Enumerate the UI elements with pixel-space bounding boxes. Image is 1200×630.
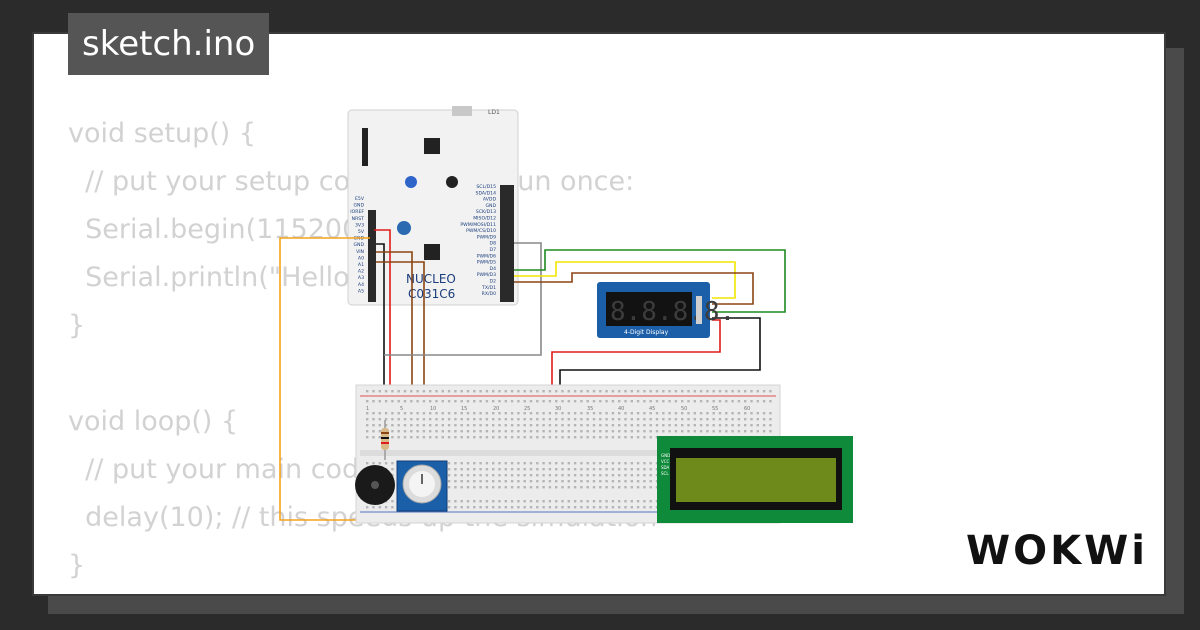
wire-red-power [374, 229, 391, 400]
pin-label-right: PWM/D3 [477, 272, 496, 278]
pin-label-left: A5 [358, 288, 364, 294]
lcd-pin-label: SCL [661, 471, 669, 476]
pin-label-left: A3 [358, 275, 364, 281]
pin-label-right: MISO/D12 [473, 216, 496, 222]
pin-label-left: 5V [358, 229, 365, 235]
display-label: 4-Digit Display [624, 329, 669, 336]
board-name-1: NUCLEO [406, 272, 456, 286]
pin-label-right: AVDD [483, 197, 497, 203]
pin-label-left: A4 [358, 282, 364, 288]
pin-label-right: SCK/D13 [476, 209, 496, 215]
left-header [368, 210, 376, 302]
chip-icon [424, 138, 440, 154]
wire-gray [384, 242, 542, 356]
pin-label-left: IOREF [350, 209, 364, 215]
breadboard-column-label: 15 [461, 406, 467, 412]
usb-connector-icon [452, 106, 472, 116]
wires [279, 229, 786, 521]
pin-label-left: A1 [358, 262, 364, 268]
breadboard-column-label: 40 [618, 406, 624, 412]
code-line: Serial.begin(115200); [68, 214, 379, 245]
pin-label-left: VIN [356, 249, 364, 255]
resistor[interactable] [381, 420, 389, 460]
wire-red-display [551, 319, 721, 398]
pin-label-right: GND [485, 203, 496, 209]
code-line: } [68, 550, 86, 581]
pin-label-right: TX/D1 [481, 285, 496, 291]
pin-label-right: SCL/D15 [476, 184, 496, 190]
pin-label-left: NRST [352, 216, 365, 222]
pin-label-left: GND [353, 242, 364, 248]
lcd-pin-label: VCC [661, 459, 670, 464]
breadboard-column-label: 35 [587, 406, 593, 412]
breadboard-column-label: 55 [712, 406, 718, 412]
pin-label-right: PWM/D5 [477, 260, 496, 266]
wire-yellow [514, 261, 736, 299]
lcd-pin-label: GND [661, 453, 670, 458]
breadboard-column-label: 5 [400, 406, 403, 412]
wire-black-gnd [376, 243, 385, 400]
code-line: } [68, 310, 86, 341]
header-connector [362, 128, 368, 166]
pin-label-right: D7 [490, 247, 497, 253]
st-logo-icon [397, 221, 411, 235]
pin-label-right: D2 [490, 279, 497, 285]
nucleo-board[interactable]: LD1 NUCLEO C031C6 SCL/D15SDA/D14AVDDGNDS… [347, 106, 519, 306]
mcu-icon [424, 244, 440, 260]
wire-brown-3 [514, 272, 754, 305]
code-line: void setup() { [68, 118, 257, 149]
led-label: LD1 [488, 109, 500, 116]
pin-label-right: PWM/D9 [477, 234, 496, 240]
breadboard-column-label: 25 [524, 406, 530, 412]
wire-green [514, 249, 786, 313]
wokwi-logo: WOKWi [966, 528, 1148, 574]
potentiometer[interactable] [396, 460, 448, 512]
pin-label-right: PWM/D6 [477, 253, 496, 259]
wire-orange [279, 237, 385, 521]
right-header [500, 185, 514, 302]
breadboard-column-label: 20 [493, 406, 499, 412]
display-digits: 8.8.8.8. [610, 297, 735, 327]
pin-label-right: PWM/CS/D10 [466, 228, 496, 234]
pin-label-left: 3V3 [355, 222, 364, 228]
reset-button-icon[interactable] [446, 176, 458, 188]
pin-label-right: PWM/MOSI/D11 [460, 222, 496, 228]
pin-label-left: A2 [358, 269, 364, 275]
breadboard-column-label: 50 [681, 406, 687, 412]
pin-label-right: D8 [490, 241, 497, 247]
breadboard-column-label: 1 [366, 406, 369, 412]
pin-label-right: D4 [490, 266, 497, 272]
buzzer[interactable] [355, 465, 395, 505]
breadboard-column-label: 45 [649, 406, 655, 412]
pin-label-right: SDA/D14 [476, 190, 497, 196]
pin-label-left: E5V [355, 196, 365, 202]
pin-label-left: GND [353, 203, 364, 209]
file-tab[interactable]: sketch.ino [68, 13, 270, 75]
breadboard-column-label: 30 [555, 406, 561, 412]
user-button-icon[interactable] [405, 176, 417, 188]
pin-label-left: A0 [358, 255, 364, 261]
breadboard-column-label: 60 [744, 406, 750, 412]
board-name-2: C031C6 [408, 287, 455, 301]
code-line: void loop() { [68, 406, 239, 437]
four-digit-display[interactable]: 8.8.8.8. 4-Digit Display [597, 282, 735, 338]
lcd-pin-label: SDA [661, 465, 670, 470]
breadboard-column-label: 10 [430, 406, 436, 412]
pin-label-right: RX/D0 [482, 291, 496, 297]
wire-black-display [559, 317, 761, 398]
